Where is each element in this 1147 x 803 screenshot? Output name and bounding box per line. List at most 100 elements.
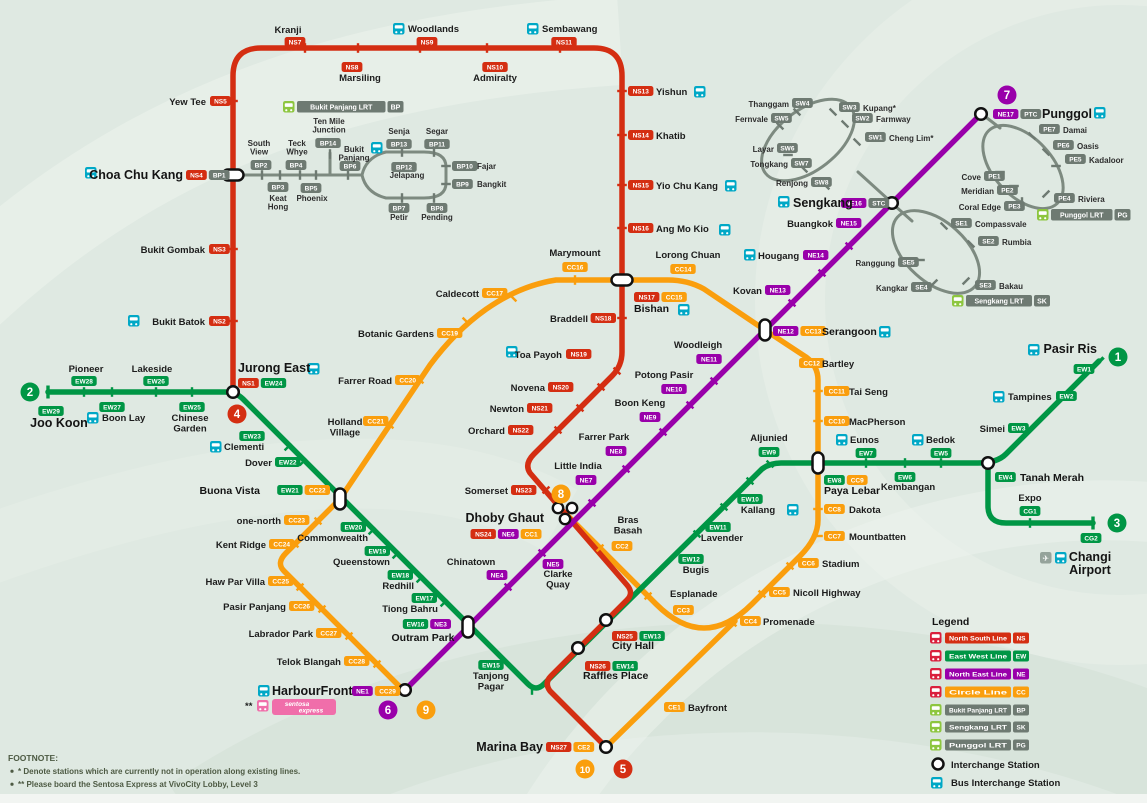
numbered-landmark-7[interactable]: 7	[997, 85, 1017, 105]
numbered-landmark-9[interactable]: 9	[416, 700, 436, 720]
numbered-landmark-2[interactable]: 2	[20, 382, 40, 402]
numbered-landmark-1[interactable]: 1	[1108, 347, 1128, 367]
numbered-landmark-3[interactable]: 3	[1107, 513, 1127, 533]
numbered-landmark-4[interactable]: 4	[227, 404, 247, 424]
numbered-landmark-8[interactable]: 8	[551, 484, 571, 504]
numbered-landmark-5[interactable]: 5	[613, 759, 633, 779]
numbered-landmark-10[interactable]: 10	[575, 759, 595, 779]
